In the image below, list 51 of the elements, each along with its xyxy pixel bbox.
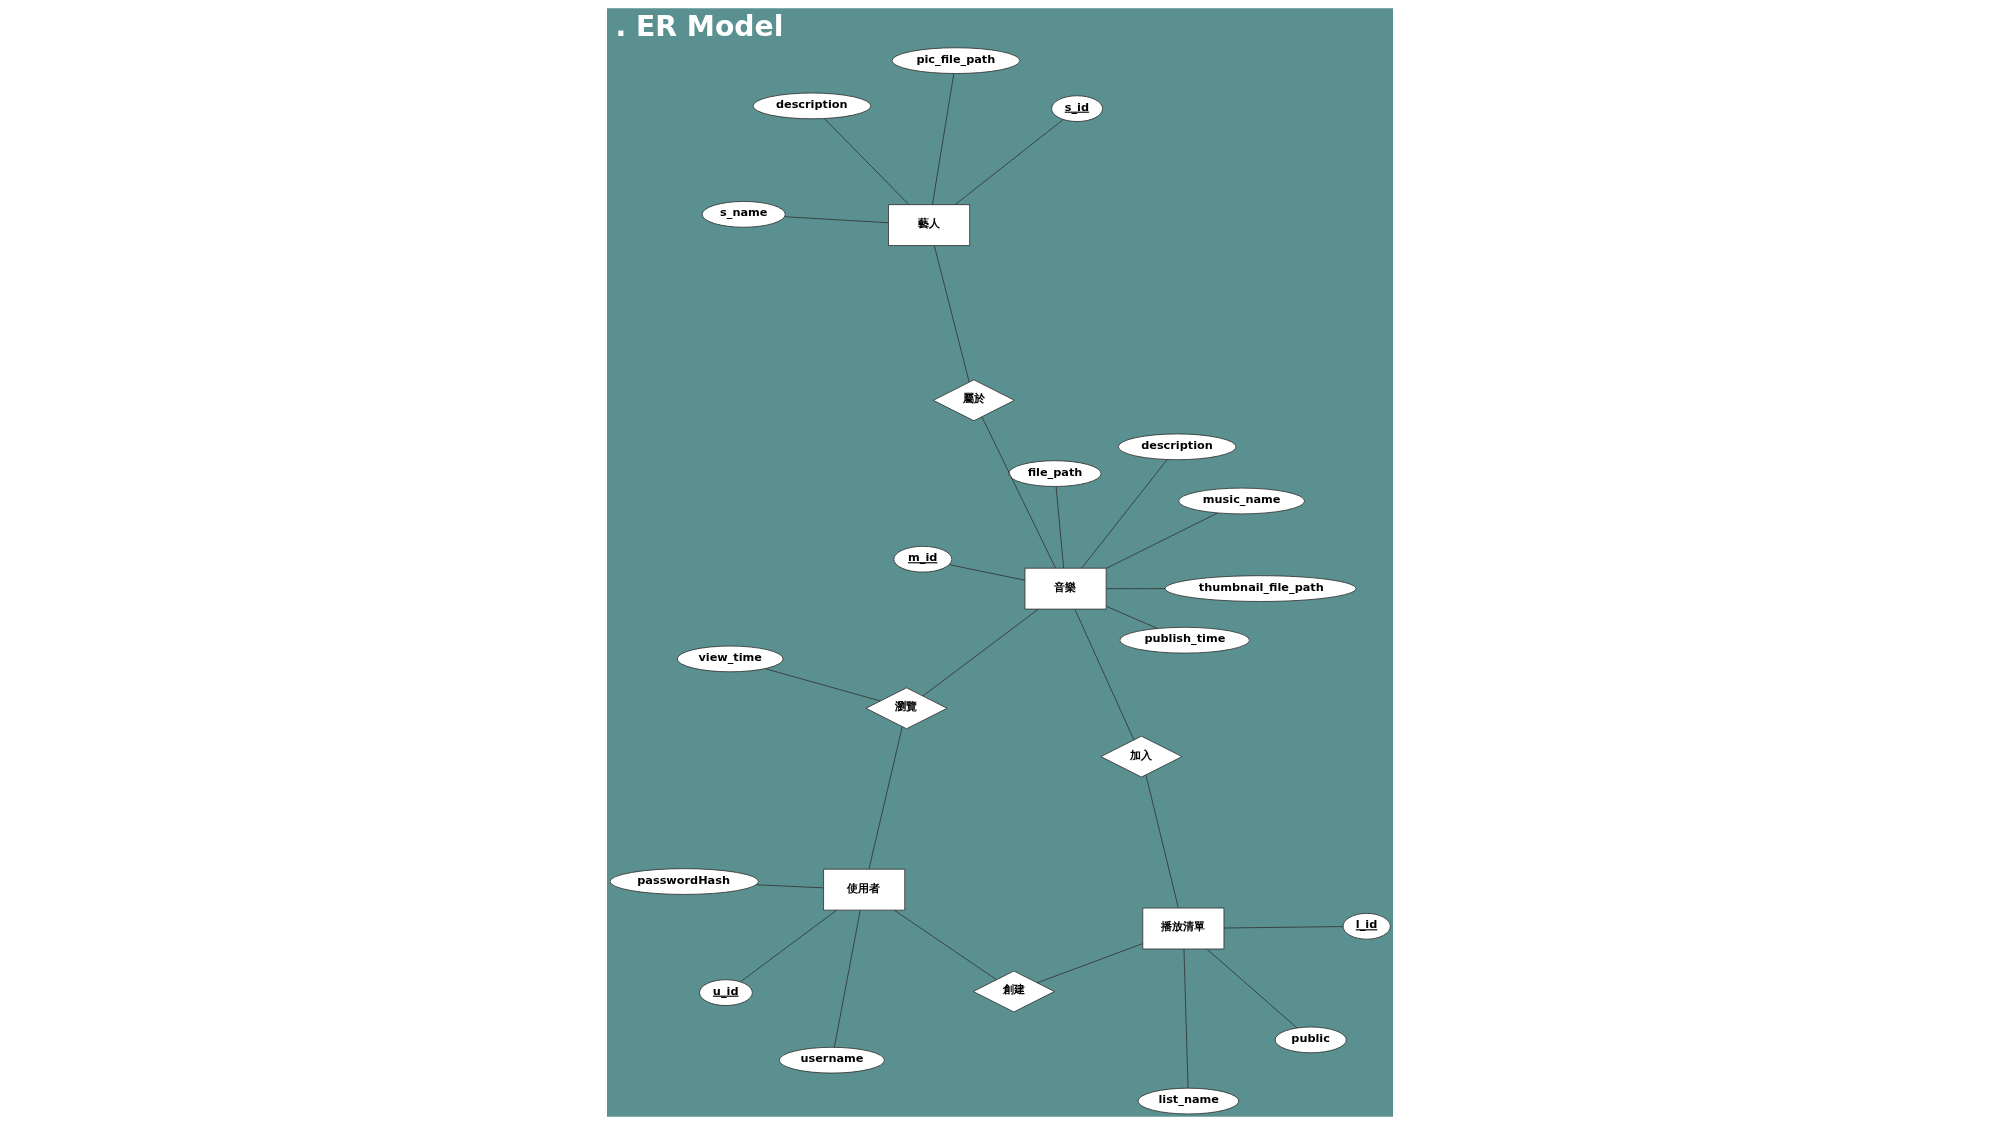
node-box: 音樂 (1024, 567, 1107, 610)
node-box: 藝人 (888, 204, 971, 246)
connector (1081, 459, 1168, 569)
node-ellipse: description (1117, 433, 1237, 461)
node-ellipse: music_name (1178, 487, 1305, 515)
connector (1105, 512, 1218, 569)
node-ellipse: s_id (1051, 95, 1103, 122)
node-diamond: 屬於 (932, 379, 1015, 422)
connector (755, 884, 824, 889)
node-ellipse: l_id (1342, 912, 1391, 940)
node-ellipse: passwordHash (609, 868, 759, 895)
connector (784, 216, 889, 224)
connector (1074, 608, 1135, 741)
node-ellipse: u_id (699, 979, 753, 1006)
connector (740, 909, 837, 983)
connector (824, 118, 910, 206)
node-ellipse: public (1274, 1026, 1347, 1054)
connector (932, 73, 955, 206)
node-ellipse: username (778, 1046, 885, 1074)
node-ellipse: publish_time (1119, 626, 1250, 654)
connector (954, 119, 1064, 205)
node-ellipse: m_id (893, 545, 953, 573)
connector (1223, 926, 1344, 929)
connector (833, 909, 861, 1048)
connector (868, 726, 903, 870)
connector (1183, 948, 1189, 1089)
connector (1145, 774, 1179, 909)
connector (1206, 948, 1298, 1029)
connector (1105, 605, 1158, 629)
connector (1036, 943, 1144, 984)
diagram-title: . ER Model (615, 9, 784, 43)
node-ellipse: s_name (701, 201, 786, 228)
node-ellipse: thumbnail_file_path (1164, 575, 1357, 602)
node-ellipse: description (752, 92, 872, 120)
node-diamond: 加入 (1100, 735, 1183, 778)
node-box: 使用者 (823, 868, 906, 911)
node-diamond: 創建 (972, 970, 1055, 1013)
connector (933, 245, 970, 383)
connector (922, 608, 1039, 697)
node-ellipse: view_time (676, 645, 784, 673)
connector (893, 909, 997, 981)
node-ellipse: list_name (1137, 1087, 1240, 1115)
node-box: 播放清單 (1142, 907, 1225, 950)
node-ellipse: pic_file_path (891, 47, 1021, 74)
connector (1105, 588, 1166, 590)
connector (981, 416, 1056, 569)
connector (948, 564, 1026, 581)
node-diamond: 瀏覽 (865, 687, 948, 730)
connector (1055, 486, 1065, 569)
connector (764, 668, 881, 702)
node-ellipse: file_path (1008, 460, 1102, 487)
